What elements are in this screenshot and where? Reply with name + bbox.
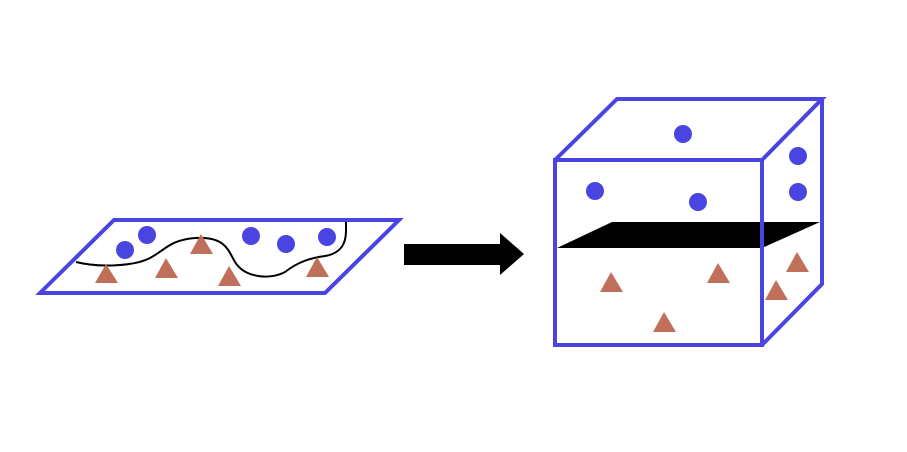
circle-marker — [789, 147, 807, 165]
right-panel — [553, 97, 827, 347]
circle-marker — [242, 227, 260, 245]
circle-marker — [789, 183, 807, 201]
triangle-marker — [786, 252, 809, 272]
left-separator-curve — [75, 221, 348, 278]
triangle-marker — [95, 264, 118, 283]
triangle-marker — [707, 263, 730, 283]
triangle-marker — [306, 257, 329, 277]
arrow-shaft — [404, 244, 500, 265]
circle-marker — [116, 241, 134, 259]
cube-right-face — [760, 99, 824, 347]
left-triangles — [95, 234, 329, 286]
transform-arrow — [404, 233, 524, 275]
triangle-marker — [190, 234, 213, 254]
arrow-head — [500, 233, 524, 275]
separator-plane — [557, 222, 820, 248]
triangle-marker — [600, 272, 623, 292]
circle-marker — [318, 228, 336, 246]
right-triangles — [600, 252, 809, 332]
right-circles — [586, 125, 807, 211]
left-circles — [116, 226, 336, 259]
left-parallelogram — [35, 218, 404, 295]
circle-marker — [138, 226, 156, 244]
left-panel — [35, 218, 404, 295]
cube-top-face — [553, 97, 827, 162]
circle-marker — [674, 125, 692, 143]
triangle-marker — [218, 266, 241, 286]
triangle-marker — [765, 280, 788, 300]
triangle-marker — [155, 258, 178, 278]
circle-marker — [689, 193, 707, 211]
triangle-marker — [653, 312, 676, 332]
circle-marker — [586, 182, 604, 200]
circle-marker — [277, 235, 295, 253]
cube-front-face — [553, 158, 764, 347]
